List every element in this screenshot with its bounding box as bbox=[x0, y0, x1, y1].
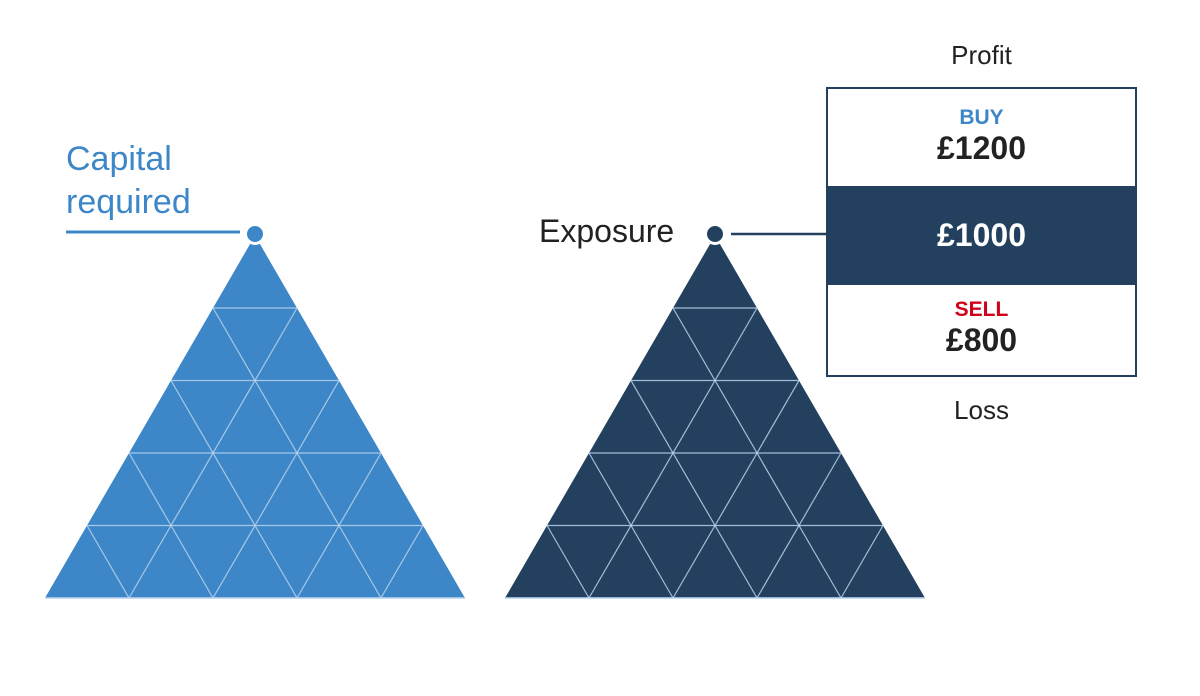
capital-label-line2: required bbox=[66, 183, 191, 221]
sell-cell: SELL £800 bbox=[828, 285, 1135, 375]
buy-label: BUY bbox=[959, 106, 1004, 129]
grid-line bbox=[546, 525, 590, 599]
pyramid-body bbox=[45, 235, 465, 598]
exposure-pyramid bbox=[505, 235, 925, 599]
grid-line bbox=[212, 380, 340, 599]
exposure-dot bbox=[707, 226, 723, 242]
grid-line bbox=[840, 525, 884, 599]
grid-line bbox=[380, 525, 424, 599]
loss-label: Loss bbox=[954, 395, 1009, 425]
capital-dot bbox=[247, 226, 263, 242]
grid-line bbox=[296, 452, 382, 599]
exposure-label: Exposure bbox=[539, 213, 675, 249]
grid-line bbox=[630, 380, 758, 599]
grid-line bbox=[170, 380, 298, 599]
buy-cell: BUY £1200 bbox=[828, 89, 1135, 186]
sell-label: SELL bbox=[954, 298, 1009, 321]
grid-line bbox=[756, 452, 842, 599]
buy-value: £1200 bbox=[937, 130, 1026, 166]
grid-line bbox=[672, 380, 800, 599]
capital-label-line1: Capital bbox=[66, 140, 172, 178]
pyramid-body bbox=[505, 235, 925, 598]
grid-line bbox=[128, 452, 214, 599]
capital-pyramid bbox=[45, 235, 465, 599]
price-box: BUY £1200 £1000 SELL £800 bbox=[826, 87, 1137, 377]
capital-required-label: Capital required bbox=[66, 138, 191, 224]
grid-line bbox=[86, 525, 130, 599]
profit-label: Profit bbox=[951, 40, 1012, 70]
sell-value: £800 bbox=[945, 322, 1018, 358]
grid-line bbox=[588, 452, 674, 599]
current-price-value: £1000 bbox=[828, 186, 1135, 285]
